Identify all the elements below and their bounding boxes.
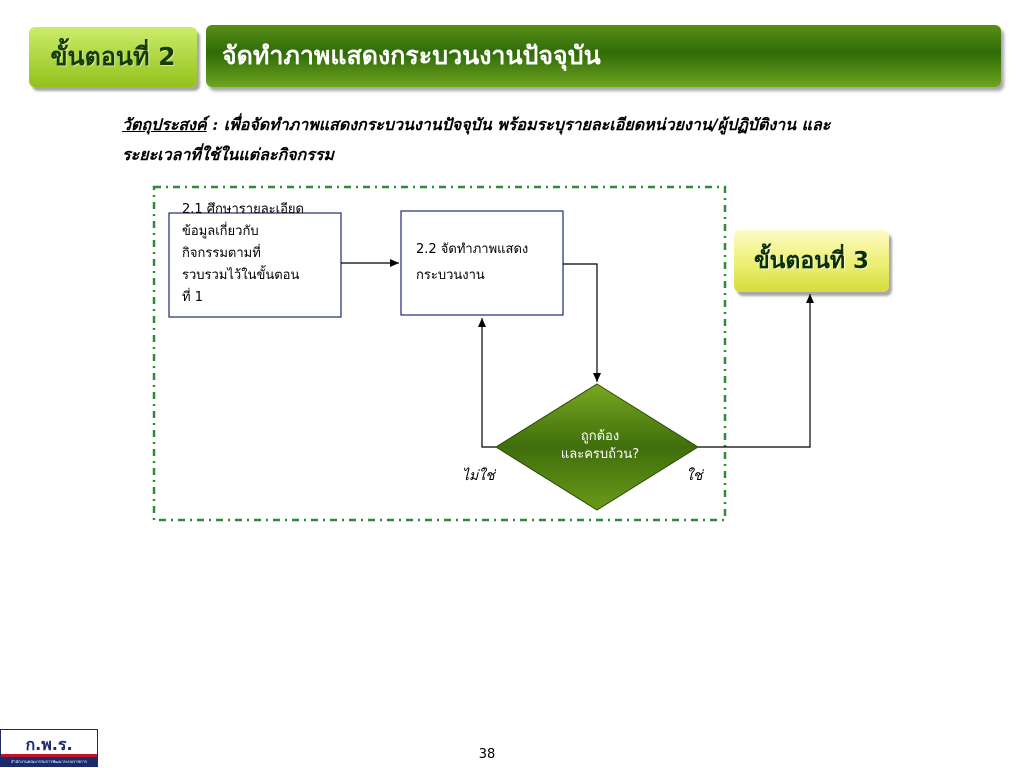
step-2-2-text: 2.2 จัดทำภาพแสดง กระบวนงาน xyxy=(416,237,561,289)
process-boundary xyxy=(152,185,727,522)
logo-subtext: สำนักงานคณะกรรมการพัฒนาระบบราชการ xyxy=(1,757,97,767)
step-2-1-line: ข้อมูลเกี่ยวกับ xyxy=(182,224,259,239)
page-number: 38 xyxy=(478,747,496,762)
step-2-2-line: 2.2 จัดทำภาพแสดง xyxy=(416,242,529,257)
step-2-1-line: กิจกรรมตามที่ xyxy=(182,246,261,261)
opdc-logo: ก.พ.ร. สำนักงานคณะกรรมการพัฒนาระบบราชการ xyxy=(0,729,98,767)
no-branch-label: ไม่ใช่ xyxy=(462,468,495,484)
step-2-1-line: รวบรวมไว้ในขั้นตอน xyxy=(182,268,300,283)
decision-diamond xyxy=(495,383,699,511)
objective-label: วัตถุประสงค์ xyxy=(122,115,207,134)
decision-line: และครบถ้วน? xyxy=(560,447,640,462)
logo-text: ก.พ.ร. xyxy=(25,735,73,754)
step-2-1-line: ที่ 1 xyxy=(182,290,203,305)
arrow-yes-to-step3 xyxy=(698,294,814,448)
logo-divider xyxy=(1,754,97,757)
next-step-label: ขั้นตอนที่ 3 xyxy=(753,248,870,274)
next-step-badge: ขั้นตอนที่ 3 xyxy=(734,230,889,292)
current-step-label: ขั้นตอนที่ 2 xyxy=(50,42,176,71)
arrow-box2-to-decision xyxy=(563,263,601,382)
current-step-badge: ขั้นตอนที่ 2 xyxy=(29,27,197,87)
arrow-no-loop xyxy=(478,318,496,448)
decision-line: ถูกต้อง xyxy=(580,429,620,444)
step-2-1-box xyxy=(168,212,342,318)
step-2-2-box xyxy=(400,210,564,316)
objective-text: วัตถุประสงค์ : เพื่อจัดทำภาพแสดงกระบวนงา… xyxy=(122,110,952,170)
page-title: จัดทำภาพแสดงกระบวนงานปัจจุบัน xyxy=(222,41,601,70)
step-2-1-text: 2.1 ศึกษารายละเอียด ข้อมูลเกี่ยวกับ กิจก… xyxy=(182,199,342,309)
objective-line1: เพื่อจัดทำภาพแสดงกระบวนงานปัจจุบัน พร้อม… xyxy=(223,115,831,134)
yes-branch-label: ใช่ xyxy=(686,468,703,484)
decision-text: ถูกต้อง และครบถ้วน? xyxy=(540,428,660,464)
objective-separator: : xyxy=(206,115,224,134)
title-bar: จัดทำภาพแสดงกระบวนงานปัจจุบัน xyxy=(206,25,1001,87)
step-2-2-line: กระบวนงาน xyxy=(416,268,485,283)
objective-line2: ระยะเวลาที่ใช้ในแต่ละกิจกรรม xyxy=(122,145,334,164)
step-2-1-line: 2.1 ศึกษารายละเอียด xyxy=(182,202,304,217)
